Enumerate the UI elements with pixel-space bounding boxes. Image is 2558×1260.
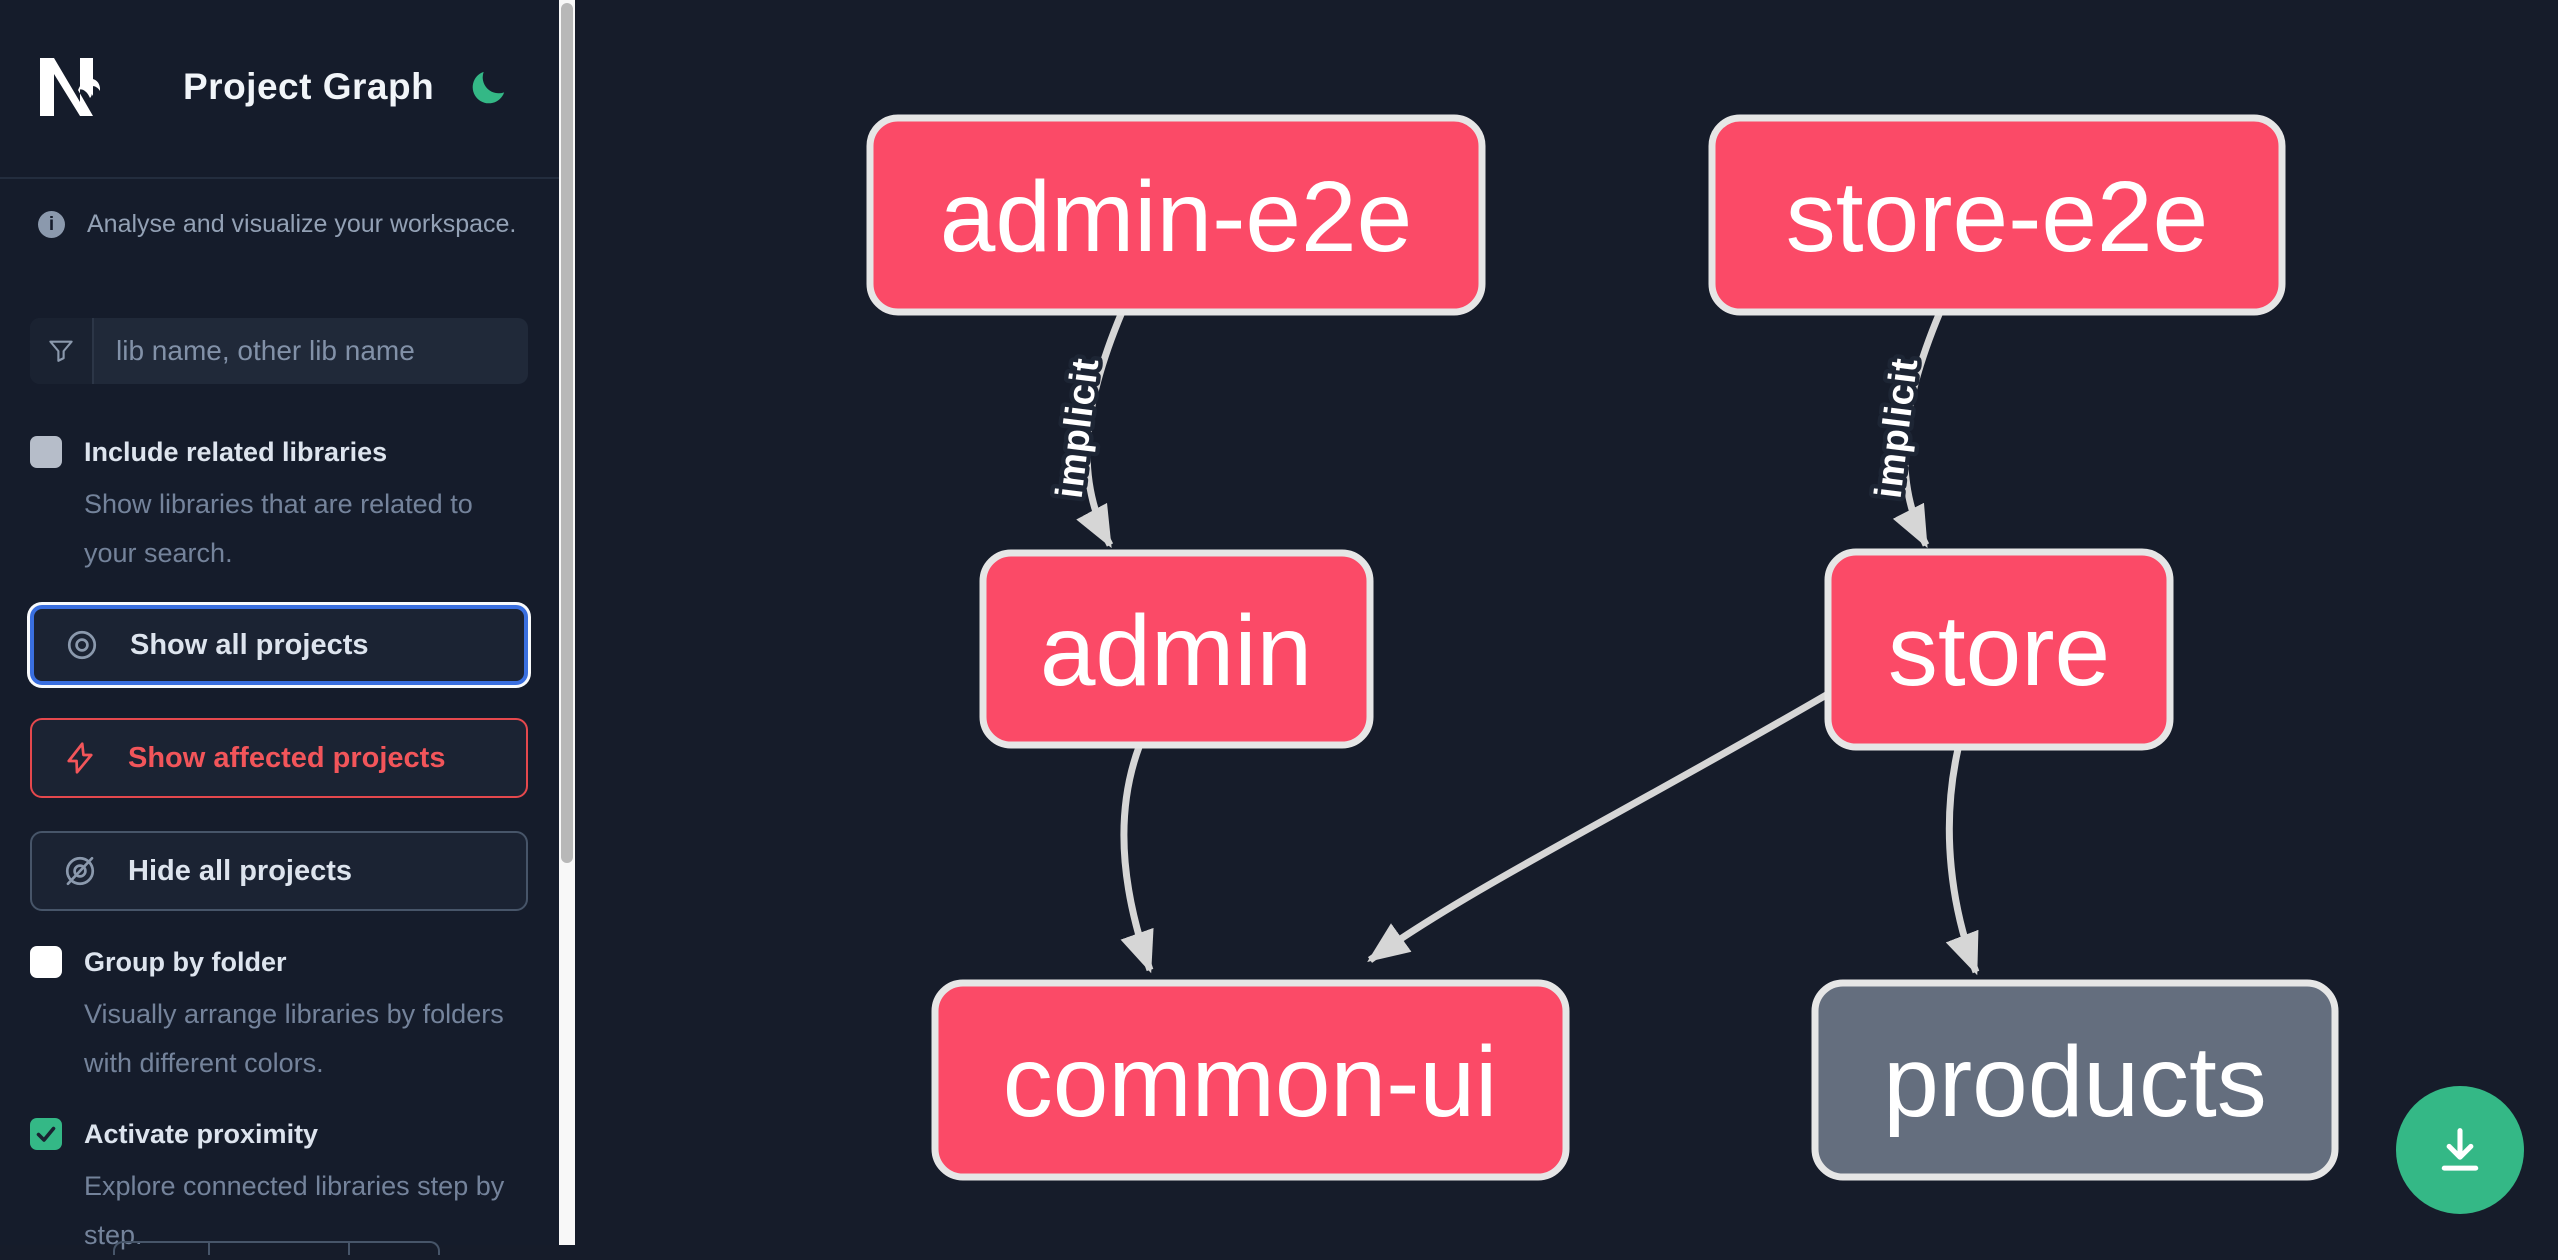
moon-icon[interactable] bbox=[468, 68, 508, 108]
edge-label-implicit: implicit bbox=[1049, 355, 1108, 500]
node-store-e2e[interactable]: store-e2e bbox=[1708, 114, 2286, 316]
node-label: products bbox=[1883, 1026, 2267, 1138]
edge-admin-to-common-ui bbox=[1120, 745, 1154, 974]
node-admin[interactable]: admin bbox=[979, 549, 1374, 749]
node-box[interactable] bbox=[1708, 114, 2286, 316]
info-icon: i bbox=[38, 211, 65, 238]
group-by-folder-checkbox-row[interactable]: Group by folder bbox=[30, 946, 500, 978]
option-label: Include related libraries bbox=[84, 436, 388, 467]
node-label: admin bbox=[1040, 595, 1312, 707]
download-icon bbox=[2441, 1128, 2479, 1171]
sidebar-scrollbar-thumb[interactable] bbox=[561, 3, 573, 863]
segmented-control-partial[interactable] bbox=[113, 1241, 440, 1255]
search-box bbox=[30, 318, 528, 384]
edge-admin-e2e-to-admin: implicit bbox=[1044, 310, 1126, 549]
activate-proximity-checkbox-row[interactable]: Activate proximity bbox=[30, 1118, 500, 1150]
edge-line bbox=[1120, 745, 1154, 974]
node-label: admin-e2e bbox=[940, 161, 1413, 273]
option-description: Explore connected libraries step by step… bbox=[84, 1171, 505, 1250]
node-label: store bbox=[1888, 595, 2110, 707]
option-description: Visually arrange libraries by folders wi… bbox=[84, 999, 504, 1078]
button-label: Hide all projects bbox=[128, 854, 353, 887]
option-activate-proximity: Activate proximity Explore connected lib… bbox=[30, 1118, 504, 1260]
sidebar: Project Graph i Analyse and visualize yo… bbox=[0, 0, 559, 1255]
eye-icon bbox=[67, 630, 97, 660]
node-label: store-e2e bbox=[1786, 161, 2208, 273]
node-box[interactable] bbox=[1811, 979, 2339, 1181]
segment[interactable] bbox=[113, 1241, 210, 1255]
edge-store-to-common-ui bbox=[1367, 690, 1830, 963]
option-group-by-folder: Group by folder Visually arrange librari… bbox=[30, 946, 504, 1088]
option-label: Group by folder bbox=[84, 946, 287, 977]
intro-text: Analyse and visualize your workspace. bbox=[87, 210, 517, 238]
edge-store-to-products bbox=[1945, 748, 1980, 976]
node-box[interactable] bbox=[931, 979, 1570, 1181]
intro-row: i Analyse and visualize your workspace. bbox=[38, 210, 516, 239]
segment[interactable] bbox=[350, 1241, 440, 1255]
edge-line bbox=[1945, 748, 1980, 976]
edge-store-e2e-to-store: implicit bbox=[1863, 310, 1944, 549]
node-label: common-ui bbox=[1003, 1026, 1498, 1138]
page-title: Project Graph bbox=[183, 66, 435, 107]
edge-line bbox=[1076, 310, 1126, 549]
node-box[interactable] bbox=[866, 114, 1486, 316]
bolt-icon bbox=[67, 742, 93, 774]
divider bbox=[0, 177, 559, 179]
node-products[interactable]: products bbox=[1811, 979, 2339, 1181]
search-input[interactable] bbox=[94, 318, 528, 384]
checkbox-unchecked-icon[interactable] bbox=[30, 436, 62, 468]
edge-line bbox=[1367, 690, 1830, 963]
checkbox-unchecked-icon[interactable] bbox=[30, 946, 62, 978]
eye-off-icon bbox=[65, 856, 95, 886]
show-all-projects-button[interactable]: Show all projects bbox=[30, 605, 528, 685]
edge-label-implicit: implicit bbox=[1868, 355, 1927, 500]
funnel-icon bbox=[30, 318, 94, 384]
option-include-related: Include related libraries Show libraries… bbox=[30, 436, 500, 578]
node-store[interactable]: store bbox=[1824, 548, 2174, 751]
button-label: Show affected projects bbox=[128, 741, 446, 774]
button-label: Show all projects bbox=[130, 628, 369, 661]
node-admin-e2e[interactable]: admin-e2e bbox=[866, 114, 1486, 316]
show-affected-projects-button[interactable]: Show affected projects bbox=[30, 718, 528, 798]
segment[interactable] bbox=[210, 1241, 350, 1255]
nx-logo-icon bbox=[36, 54, 100, 118]
node-common-ui[interactable]: common-ui bbox=[931, 979, 1570, 1181]
edge-line bbox=[1892, 310, 1944, 549]
node-box[interactable] bbox=[979, 549, 1374, 749]
option-description: Show libraries that are related to your … bbox=[84, 489, 473, 568]
hide-all-projects-button[interactable]: Hide all projects bbox=[30, 831, 528, 911]
option-label: Activate proximity bbox=[84, 1118, 319, 1149]
download-graph-button[interactable] bbox=[2396, 1086, 2524, 1214]
include-related-checkbox-row[interactable]: Include related libraries bbox=[30, 436, 500, 468]
node-box[interactable] bbox=[1824, 548, 2174, 751]
checkbox-checked-icon[interactable] bbox=[30, 1118, 62, 1150]
